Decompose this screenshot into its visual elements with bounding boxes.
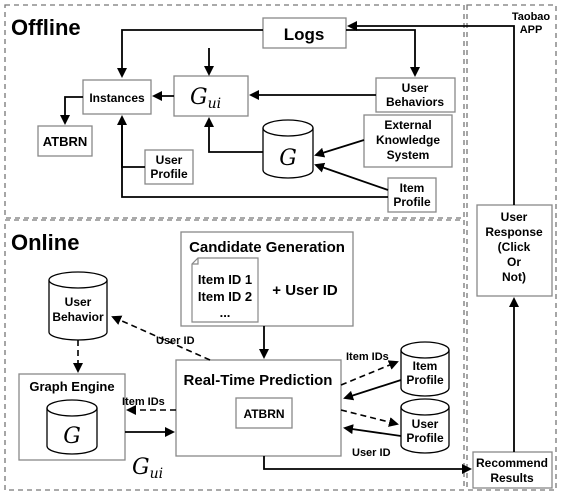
arrow-ext-to-graph	[314, 139, 365, 158]
arrow-rtp-to-userprofile	[340, 409, 399, 427]
external-knowledge-box	[363, 114, 453, 168]
candidate-item-3: ...	[220, 305, 231, 320]
taobao-label-2: APP	[520, 24, 543, 36]
arrow-rtp-to-recommend	[263, 456, 472, 474]
item-ids-label-left: Item IDs	[122, 396, 165, 408]
atbrn-box-offline	[37, 125, 93, 157]
recommend-results-1: Recommend	[476, 456, 548, 470]
arrow-rtp-to-userbehavior	[111, 315, 211, 361]
user-profile-offline-1: User	[156, 153, 183, 167]
arrow-graph-to-gui	[204, 117, 263, 153]
gui-symbol-online: Gui	[132, 455, 163, 482]
taobao-label-1: Taobao	[512, 11, 551, 23]
offline-region	[4, 4, 465, 219]
item-profile-online-1: Item	[413, 359, 438, 373]
arrow-logs-to-instances	[117, 29, 263, 78]
ext-label-2: Knowledge	[376, 133, 440, 147]
user-behaviors-label-1: User	[402, 81, 429, 95]
atbrn-label-offline: ATBRN	[43, 134, 88, 149]
logs-label: Logs	[284, 25, 325, 44]
user-behavior-database: User Behavior	[48, 271, 108, 341]
graph-database-online: G	[46, 399, 98, 455]
user-behaviors-label-2: Behaviors	[386, 95, 444, 109]
arrow-itemprofile-to-rtp	[343, 379, 402, 401]
rtp-title: Real-Time Prediction	[184, 372, 333, 389]
user-response-3: (Click	[498, 240, 531, 254]
item-profile-box-offline	[387, 177, 437, 213]
graph-engine-title: Graph Engine	[29, 379, 114, 394]
atbrn-box-online	[235, 397, 293, 429]
arrow-rtp-to-itemprofile	[340, 360, 399, 386]
user-profile-offline-2: Profile	[150, 167, 188, 181]
user-behavior-label-2: Behavior	[52, 310, 104, 324]
user-response-4: Or	[507, 255, 521, 269]
item-profile-database: Item Profile	[400, 341, 450, 397]
arrow-itemprofile-to-graph	[314, 162, 389, 191]
user-id-label-2: User ID	[352, 447, 391, 459]
item-profile-offline-1: Item	[400, 181, 425, 195]
graph-symbol-offline: G	[279, 146, 297, 171]
plus-user-id: + User ID	[272, 282, 338, 299]
user-response-1: User	[501, 210, 528, 224]
offline-title: Offline	[11, 15, 81, 40]
item-ids-label-right: Item IDs	[346, 351, 389, 363]
user-response-box	[476, 204, 553, 297]
online-region	[4, 219, 465, 491]
candidate-generation-title: Candidate Generation	[189, 239, 345, 256]
document-icon	[191, 257, 259, 323]
user-behavior-label-1: User	[65, 295, 92, 309]
arrow-itemprofile-to-instances	[117, 115, 388, 198]
user-response-2: Response	[485, 225, 543, 239]
user-response-5: Not)	[502, 270, 526, 284]
graph-symbol-online: G	[63, 424, 81, 449]
item-profile-online-2: Profile	[406, 373, 444, 387]
ext-label-1: External	[384, 118, 431, 132]
recommend-results-box	[472, 451, 553, 489]
gui-symbol-offline: Gui	[190, 85, 221, 112]
online-title: Online	[11, 230, 79, 255]
user-id-label-1: User ID	[156, 335, 195, 347]
arrow-instances-to-atbrn	[60, 96, 83, 125]
arrow-userprofile-to-instances	[121, 117, 145, 168]
item-profile-offline-2: Profile	[393, 195, 431, 209]
recommend-results-2: Results	[490, 471, 534, 485]
graph-database-offline: G	[262, 119, 314, 179]
arrow-response-to-logs	[347, 21, 515, 205]
ext-label-3: System	[387, 148, 430, 162]
gui-box-offline	[173, 75, 249, 117]
candidate-item-1: Item ID 1	[198, 272, 252, 287]
user-profile-online-2: Profile	[406, 431, 444, 445]
arrow-logs-to-behaviors	[346, 29, 420, 77]
user-profile-database: User Profile	[400, 398, 450, 454]
instances-label: Instances	[89, 91, 145, 105]
document-fold	[192, 258, 199, 265]
user-profile-online-1: User	[412, 417, 439, 431]
atbrn-label-online: ATBRN	[243, 407, 284, 421]
arrow-userprofile-to-rtp	[343, 424, 402, 437]
logs-box	[262, 17, 347, 49]
candidate-item-2: Item ID 2	[198, 289, 252, 304]
